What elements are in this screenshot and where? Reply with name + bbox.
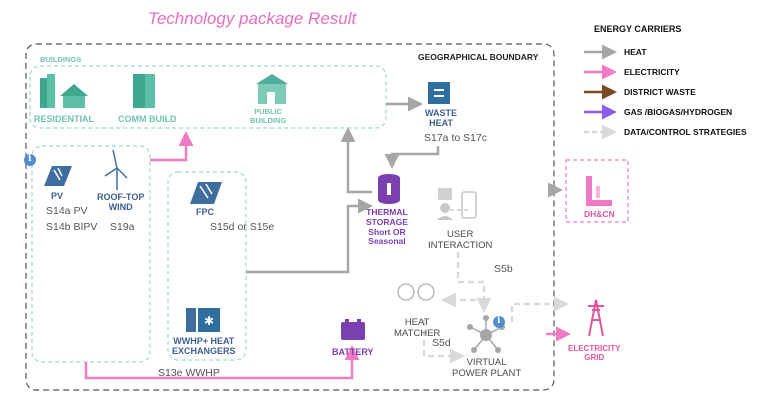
district-pipe-icon xyxy=(586,176,612,206)
heat-arrow-storage-to-buildings xyxy=(340,127,372,194)
geographical-boundary xyxy=(25,43,555,391)
thermal-storage-label: THERMAL STORAGE Short OR Seasonal xyxy=(366,207,408,247)
user-interaction-label: USER INTERACTION xyxy=(428,229,493,251)
wind-code: S19a xyxy=(110,221,135,233)
info-icon xyxy=(493,316,505,328)
building-icon xyxy=(256,74,288,104)
residential-label: RESIDENTIAL xyxy=(34,114,95,124)
pylon-icon xyxy=(588,299,604,337)
waste-heat-icon xyxy=(428,82,450,104)
info-mark-right: i xyxy=(497,316,501,326)
solar-collector-icon xyxy=(190,182,222,204)
comm-build-label: COMM BUILD xyxy=(118,114,177,124)
electricity-sources-box xyxy=(31,145,151,363)
info-icon xyxy=(24,154,36,166)
legend-title: ENERGY CARRIERS xyxy=(594,24,682,34)
battery-icon xyxy=(341,319,365,340)
pv-label: PV xyxy=(51,191,64,201)
legend-data-label: DATA/CONTROL STRATEGIES xyxy=(624,127,747,137)
s5d-label: S5d xyxy=(432,337,451,349)
heat-matcher-label: HEAT MATCHER xyxy=(394,317,441,339)
svg-text:✱: ✱ xyxy=(204,314,214,328)
boundary-label: GEOGRAPHICAL BOUNDARY xyxy=(418,52,539,62)
heat-exchanger-icon: ✱ xyxy=(186,308,220,332)
buildings-group-label: BUILDINGS xyxy=(40,55,82,64)
building-icon xyxy=(40,74,55,108)
electricity-arrow-pv-to-buildings xyxy=(150,131,194,162)
data-arrow-vpp-to-grid xyxy=(510,296,569,322)
dhcn-label: DH&CN xyxy=(584,209,615,219)
legend-district-waste-label: DISTRICT WASTE xyxy=(624,87,696,97)
heat-arrow-wasteheat-to-storage xyxy=(384,146,440,169)
waste-heat-label: WASTE HEAT xyxy=(425,108,458,129)
fpc-label: FPC xyxy=(196,207,214,217)
electricity-arrow-to-battery xyxy=(84,345,360,380)
data-arrow-heatmatcher-to-vpp xyxy=(422,320,465,364)
heat-sources-box xyxy=(167,171,247,361)
wind-label: ROOF-TOP WIND xyxy=(97,192,145,213)
pv-code-2: S14b BIPV xyxy=(46,221,98,233)
fpc-codes: S15d or S15e xyxy=(210,221,275,233)
solar-panel-icon xyxy=(44,166,72,186)
s5b-label: S5b xyxy=(494,263,513,275)
heat-matcher-icon xyxy=(397,283,435,301)
battery-code: S13e WWHP xyxy=(158,367,220,379)
building-icon xyxy=(133,74,155,108)
page-title: Technology package Result xyxy=(148,9,357,28)
wind-turbine-icon xyxy=(104,149,128,190)
heat-arrow-sources-to-storage xyxy=(246,198,373,274)
info-mark-left: i xyxy=(28,154,32,164)
user-device-icon xyxy=(437,188,477,220)
legend-heat-label: HEAT xyxy=(624,47,647,57)
thermal-tank-icon xyxy=(378,174,400,204)
legend-gas-label: GAS /BIOGAS/HYDROGEN xyxy=(624,107,733,117)
house-icon xyxy=(60,84,88,108)
waste-heat-codes: S17a to S17c xyxy=(424,132,488,144)
legend-electricity-label: ELECTRICITY xyxy=(624,67,680,77)
data-arrow-user-to-vpp xyxy=(456,252,492,313)
pv-code-1: S14a PV xyxy=(46,205,88,217)
public-building-label: PUBLIC BUILDING xyxy=(250,107,287,125)
dhcn-box xyxy=(565,159,629,223)
wwhp-label: WWHP+ HEAT EXCHANGERS xyxy=(172,336,236,357)
buildings-group-box xyxy=(29,65,387,129)
battery-label: BATTERY xyxy=(332,347,374,357)
grid-label: ELECTRICITY GRID xyxy=(568,344,621,363)
network-hub-icon xyxy=(467,315,505,353)
vpp-label: VIRTUAL POWER PLANT xyxy=(452,357,522,379)
